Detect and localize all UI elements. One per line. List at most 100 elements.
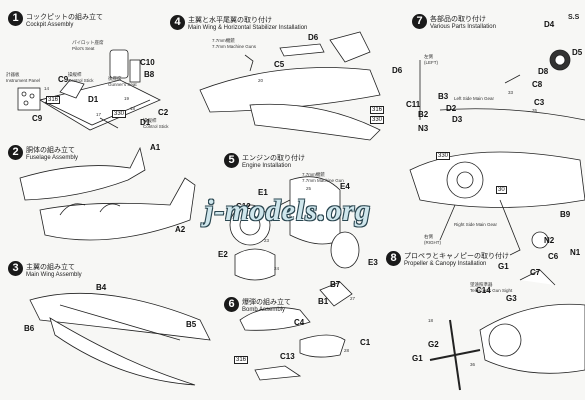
paint-tag-4: 330 [370,116,385,124]
part-d1b: D1 [140,118,151,127]
part-b1: B1 [318,297,329,306]
part-d8: D8 [538,67,549,76]
part-g1: G1 [498,262,509,271]
left-gear-jp: 左側 [424,54,433,59]
step-7-number: 7 [412,14,427,29]
step-1-number: 1 [8,11,23,26]
step-3-title-jp: 主翼の組み立て [26,264,75,271]
right-gear-jp: 右側 [424,234,433,239]
part-c1: C1 [360,338,371,347]
part-d6b: D6 [392,66,403,75]
part-c9-top: C9 [58,75,69,84]
paint-tag-3: 316 [370,106,385,114]
callout-18b: 18 [428,318,434,323]
part-e3: E3 [368,258,378,267]
mg-note2-jp: 7.7mm機銃 [302,172,325,177]
paint-tag-5: 316 [234,356,249,364]
callout-33: 33 [508,90,514,95]
part-a2: A2 [175,225,186,234]
stick2-en: Control Stick [143,124,169,129]
stick-en: Control Stick [68,78,94,83]
part-e4: E4 [340,182,350,191]
mg-note-en: 7.7mm Machine Guns [212,44,257,49]
part-n2: N2 [544,236,555,245]
part-d6: D6 [308,33,319,42]
step-5-title-jp: エンジンの取り付け [242,155,305,162]
telescope-en: Telescopic Gun Sight [470,288,513,293]
paint-tag-6: 330 [436,152,451,160]
pilot-seat-jp: パイロット座席 [72,40,104,45]
part-b5: B5 [186,320,197,329]
callout-36: 36 [470,362,476,367]
step-6-title-jp: 爆弾の組み立て [242,299,291,306]
part-c11: C11 [406,100,421,109]
part-b3: B3 [438,92,449,101]
stick-jp: 操縦桿 [68,72,82,77]
step-4-title-jp: 主翼と水平尾翼の取り付け [188,17,272,24]
callout-28: 28 [344,348,350,353]
step-5-title-en: Engine Installation [242,163,292,169]
step-5-number: 5 [224,153,239,168]
part-c2: C2 [158,108,169,117]
step-4-number: 4 [170,15,185,30]
paint-tag-1: 316 [46,96,61,104]
step-8-number: 8 [386,251,401,266]
callout-18: 18 [130,106,136,111]
part-g1b: G1 [412,354,423,363]
step-4-title-en: Main Wing & Horizontal Stabilizer Instal… [188,25,308,31]
step-7-title-en: Various Parts Installation [430,24,496,30]
part-b7: B7 [330,280,341,289]
left-gear-en: (LEFT) [424,60,438,65]
callout-20: 20 [258,78,264,83]
part-c12: C12 [236,202,251,211]
part-c10: C10 [140,58,155,67]
part-c7: C7 [530,268,541,277]
step-2-number: 2 [8,145,23,160]
part-c4: C4 [294,318,305,327]
step-7-title-jp: 各部品の取り付け [430,16,486,23]
part-b4: B4 [96,283,107,292]
part-c14: C14 [476,286,491,295]
part-c5: C5 [274,60,285,69]
gunner-seat-jp: 後座席 [108,76,122,81]
part-e1: E1 [258,188,268,197]
part-b8: B8 [144,70,155,79]
left-gear-desc: Left Side Main Gear [454,96,495,101]
callout-14: 14 [44,86,50,91]
part-c13: C13 [280,352,295,361]
step-1-title-jp: コックピットの組み立て [26,14,103,21]
step-1-title-en: Cockpit Assembly [26,22,74,28]
part-n1: N1 [570,248,581,257]
part-c8: C8 [532,80,543,89]
step-2-title-jp: 胴体の組み立て [26,147,75,154]
part-c6: C6 [548,252,559,261]
paint-tag-2: 330 [112,110,127,118]
watermark: j-models.org [205,194,372,227]
callout-17: 17 [96,112,102,117]
step-6-title-en: Bomb Assembly [242,307,286,313]
panel-en: Instrument Panel [6,78,41,83]
part-d2: D2 [446,104,457,113]
part-n3: N3 [418,124,429,133]
callout-27: 27 [350,296,356,301]
part-b2: B2 [418,110,429,119]
part-d1: D1 [88,95,99,104]
callout-19: 19 [124,96,130,101]
callout-23: 23 [264,238,270,243]
mg-note2-en: 7.7mm Machine Gun [302,178,344,183]
part-g2: G2 [428,340,439,349]
pilot-seat-en: Pilot's Seat [72,46,95,51]
callout-35: 35 [532,108,538,113]
step-6-number: 6 [224,297,239,312]
mg-note-jp: 7.7mm機銃 [212,38,235,43]
panel-jp: 計器板 [6,72,20,77]
step-3-number: 3 [8,261,23,276]
part-c3: C3 [534,98,545,107]
corner-mark: S.S [568,14,580,21]
step-8-title-jp: プロペラとキャノピーの取り付け [404,253,509,260]
right-gear-en: (RIGHT) [424,240,441,245]
part-b9: B9 [560,210,571,219]
stick2-jp: 操縦桿 [143,118,157,123]
